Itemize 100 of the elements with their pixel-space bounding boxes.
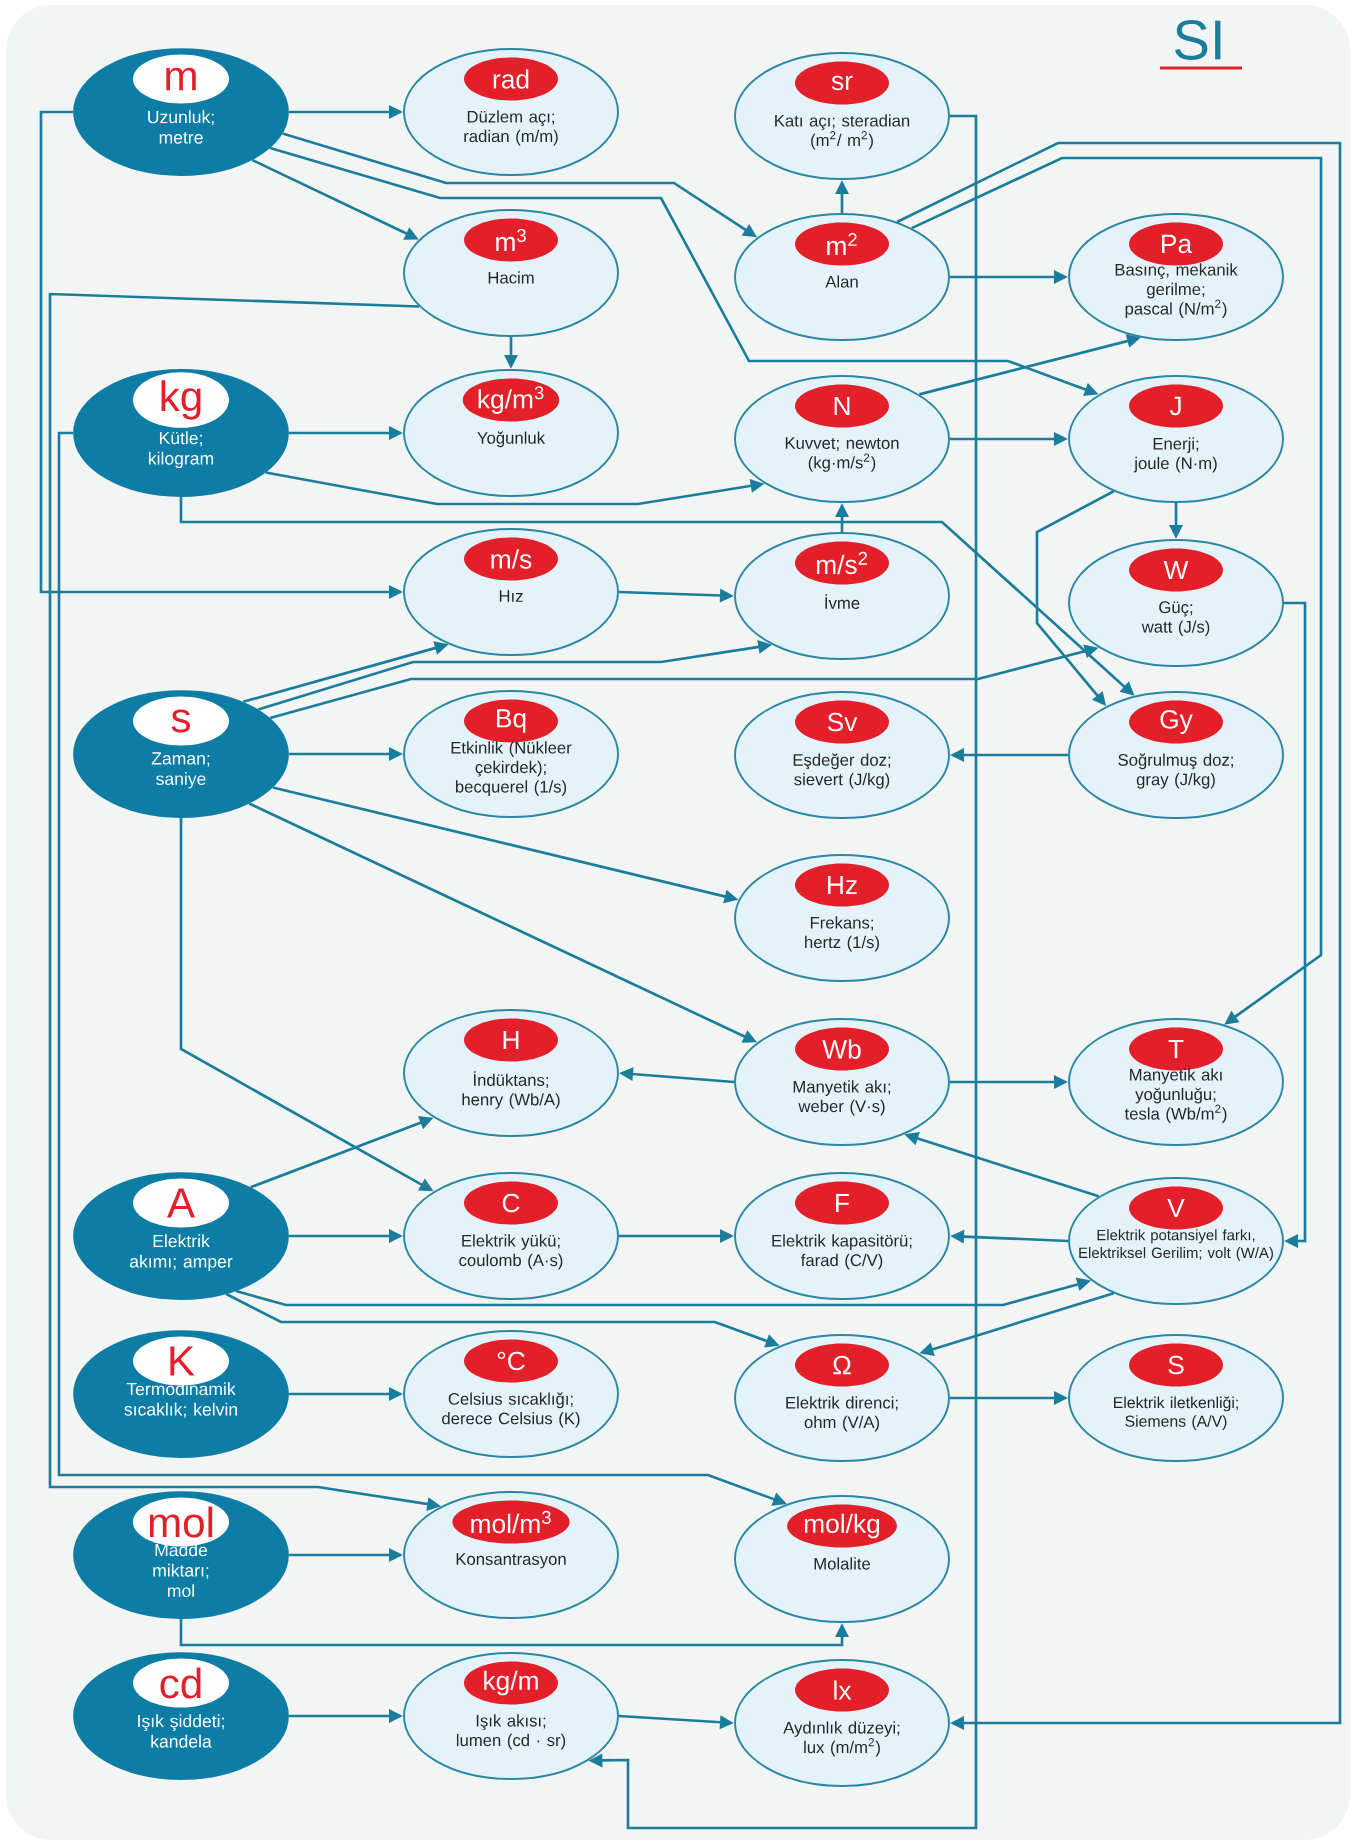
title: SI bbox=[1160, 20, 1242, 70]
symbol-badge: F bbox=[795, 1181, 889, 1225]
unit-description: Alan bbox=[825, 275, 858, 288]
symbol-badge: kg/m bbox=[464, 1661, 558, 1705]
unit-ellipse bbox=[403, 1491, 619, 1619]
symbol-badge: sr bbox=[795, 61, 889, 105]
unit-description: Elektrik akımı; amper bbox=[130, 1234, 233, 1272]
unit-ellipse bbox=[1068, 1018, 1284, 1146]
unit-description: Frekans; hertz (1/s) bbox=[805, 916, 879, 952]
unit-description: Kütle; kilogram bbox=[149, 431, 214, 469]
symbol-badge: rad bbox=[464, 57, 558, 101]
symbol-badge: Hz bbox=[795, 863, 889, 907]
unit-description: Konsantrasyon bbox=[456, 1553, 566, 1569]
unit-ellipse bbox=[1068, 1334, 1284, 1462]
symbol-badge: Wb bbox=[795, 1027, 889, 1071]
symbol-badge: m/s bbox=[464, 537, 558, 581]
symbol-badge: cd bbox=[133, 1658, 229, 1708]
symbol-badge: kg bbox=[133, 372, 229, 428]
unit-description: Zaman; saniye bbox=[151, 752, 210, 789]
unit-ellipse bbox=[403, 209, 619, 337]
symbol-badge: kg/m$^{3}$ bbox=[462, 378, 560, 422]
unit-ellipse bbox=[73, 1330, 289, 1458]
unit-description: Işık şiddeti; kandela bbox=[138, 1714, 224, 1748]
arrow bbox=[179, 1618, 849, 1647]
unit-ellipse bbox=[734, 1495, 950, 1623]
unit-ellipse bbox=[734, 213, 950, 341]
symbol-badge: m$^{2}$ bbox=[795, 222, 889, 266]
unit-description: Eşdeğer doz; sievert (J/kg) bbox=[793, 753, 891, 789]
unit-ellipse bbox=[734, 375, 950, 503]
unit-ellipse bbox=[734, 1659, 950, 1787]
symbol-badge: Gy bbox=[1129, 700, 1223, 744]
arrow bbox=[911, 156, 1323, 1025]
unit-description: Aydınlık düzeyi; lux (m/m$^{2}$) bbox=[783, 1721, 900, 1757]
symbol-badge: W bbox=[1129, 548, 1223, 592]
symbol-badge: mol/kg bbox=[787, 1504, 897, 1548]
unit-ellipse bbox=[403, 1172, 619, 1300]
unit-ellipse bbox=[1068, 213, 1284, 341]
unit-ellipse bbox=[73, 1172, 289, 1300]
symbol-badge: Sv bbox=[795, 700, 889, 744]
unit-ellipse bbox=[734, 52, 950, 180]
unit-ellipse bbox=[403, 528, 619, 656]
unit-description: Işık akısı; lumen (cd · sr) bbox=[456, 1714, 566, 1750]
unit-ellipse bbox=[734, 1018, 950, 1146]
symbol-badge: V bbox=[1129, 1186, 1223, 1230]
unit-description: Hacim bbox=[488, 271, 534, 284]
unit-ellipse bbox=[1068, 691, 1284, 819]
symbol-badge: H bbox=[464, 1018, 558, 1062]
unit-description: Manyetik akı; weber (V·s) bbox=[793, 1080, 891, 1116]
unit-ellipse bbox=[73, 1491, 289, 1619]
unit-ellipse bbox=[734, 1172, 950, 1300]
unit-ellipse bbox=[1068, 375, 1284, 503]
unit-ellipse bbox=[403, 690, 619, 818]
unit-description: Katı açı; steradian (m$^{2}$/ m$^{2}$) bbox=[775, 114, 910, 150]
arrow bbox=[896, 141, 1342, 1730]
unit-description: Yoğunluk bbox=[477, 431, 546, 448]
unit-ellipse bbox=[73, 369, 289, 497]
symbol-badge: J bbox=[1129, 384, 1223, 428]
unit-description: Enerji; joule (N·m) bbox=[1133, 437, 1217, 473]
unit-description: İndüktans; henry (Wb/A) bbox=[462, 1071, 560, 1109]
unit-ellipse bbox=[734, 691, 950, 819]
unit-description: Soğrulmuş doz; gray (J/kg) bbox=[1118, 753, 1233, 789]
unit-ellipse bbox=[403, 48, 619, 176]
symbol-badge: C bbox=[464, 1181, 558, 1225]
symbol-badge: A bbox=[133, 1178, 229, 1228]
unit-description: Celsius sıcaklığı; derece Celsius (K) bbox=[442, 1392, 580, 1428]
unit-ellipse bbox=[73, 1652, 289, 1780]
unit-description: Güç; watt (J/s) bbox=[1141, 601, 1210, 636]
unit-description: Elektrik kapasitörü; farad (C/V) bbox=[772, 1234, 912, 1270]
unit-description: Manyetik akı yoğunluğu; tesla (Wb/m$^{2}$) bbox=[1124, 1068, 1227, 1123]
unit-description: Elektrik iletkenliği; Siemens (A/V) bbox=[1114, 1396, 1238, 1430]
symbol-badge: lx bbox=[795, 1668, 889, 1712]
unit-ellipse bbox=[403, 1652, 619, 1780]
symbol-badge: N bbox=[795, 384, 889, 428]
symbol-badge: m/s$^{2}$ bbox=[795, 541, 889, 585]
unit-ellipse bbox=[1068, 539, 1284, 667]
unit-description: Elektrik direnci; ohm (V/A) bbox=[786, 1396, 898, 1432]
unit-description: Molalite bbox=[814, 1557, 870, 1570]
unit-description: Elektrik potansiyel farkı, Elektriksel Gerilim; volt (W/A) bbox=[1079, 1229, 1273, 1261]
unit-ellipse bbox=[73, 48, 289, 176]
unit-description: Elektrik yükü; coulomb (A·s) bbox=[459, 1234, 563, 1270]
unit-ellipse bbox=[1068, 1177, 1284, 1305]
symbol-badge: S bbox=[1129, 1343, 1223, 1387]
symbol-badge: mol/m$^{3}$ bbox=[452, 1500, 570, 1544]
symbol-badge: °C bbox=[464, 1339, 558, 1383]
unit-ellipse bbox=[403, 369, 619, 497]
unit-ellipse bbox=[403, 1009, 619, 1137]
unit-description: Kuvvet; newton (kg·m/s$^{2}$) bbox=[785, 437, 899, 472]
unit-ellipse bbox=[734, 532, 950, 660]
arrow bbox=[1283, 601, 1307, 1248]
unit-ellipse bbox=[403, 1330, 619, 1458]
unit-ellipse bbox=[734, 854, 950, 982]
unit-description: Düzlem açı; radian (m/m) bbox=[464, 110, 558, 146]
symbol-badge: m bbox=[133, 54, 229, 104]
unit-description: İvme bbox=[825, 594, 860, 609]
unit-ellipse bbox=[73, 690, 289, 818]
unit-description: Basınç, mekanik gerilme; pascal (N/m$^{2}$) bbox=[1115, 263, 1238, 318]
unit-description: Uzunluk; metre bbox=[148, 110, 214, 144]
unit-description: Hız bbox=[499, 590, 523, 602]
unit-ellipse bbox=[734, 1334, 950, 1462]
symbol-badge: m$^{3}$ bbox=[464, 218, 558, 262]
